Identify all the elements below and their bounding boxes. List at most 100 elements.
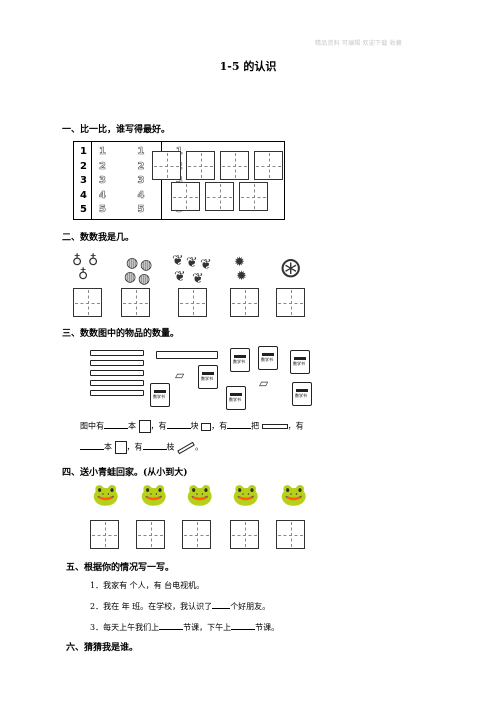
watermark: 精品资料 可编辑 欢迎下载 收藏 xyxy=(315,40,402,47)
sentence-text: 块 xyxy=(190,421,199,431)
section2-heading: 二、数数我是几。 xyxy=(62,233,135,243)
eraser-icon xyxy=(201,422,212,431)
answer-grid-cell[interactable] xyxy=(182,520,211,549)
answer-grid-cell[interactable] xyxy=(136,520,165,549)
tracing-grid: 1 2 3 4 5 1 1 1 2 2 2 3 3 3 4 4 4 5 5 5 xyxy=(73,141,285,220)
question-1: 1．我家有 个人，有 台电视机。 xyxy=(90,581,205,590)
writing-grid-cell[interactable] xyxy=(239,182,268,211)
answer-grid-cell[interactable] xyxy=(230,288,259,317)
ruler-icon xyxy=(156,351,218,359)
book-icon: 数学书 xyxy=(150,383,170,407)
strawberry-icon: ✹ xyxy=(234,255,245,270)
page-title: 1-5 的认识 xyxy=(219,60,277,73)
sentence-text: ，有 xyxy=(126,442,143,452)
blank[interactable] xyxy=(142,448,167,450)
question-text: 个好朋友。 xyxy=(230,602,271,611)
question-text: 节课，下午上 xyxy=(183,623,232,632)
blank[interactable] xyxy=(231,629,256,630)
answer-grid-cell[interactable] xyxy=(276,288,305,317)
sentence-text: 图中有 xyxy=(80,421,104,431)
trace-row: 2 2 2 xyxy=(99,160,197,172)
blank[interactable] xyxy=(104,427,128,429)
answer-grid-cell[interactable] xyxy=(73,288,102,317)
blank[interactable] xyxy=(159,629,184,630)
number-label: 5 xyxy=(80,204,87,215)
grid-divider xyxy=(161,142,162,219)
blank[interactable] xyxy=(166,427,191,429)
grid-divider xyxy=(91,142,92,219)
watermelon-icon: ⊛ xyxy=(279,251,303,284)
book-icon: 数学书 xyxy=(226,386,246,410)
blank[interactable] xyxy=(212,608,231,609)
vegetable-icon: ❦ xyxy=(172,253,184,269)
question-text: 2．我在 年 班。在学校，我认识了 xyxy=(90,602,213,611)
section4-heading: 四、送小青蛙回家。(从小到大) xyxy=(62,468,188,478)
trace-row: 4 4 4 xyxy=(99,189,197,201)
number-column: 1 2 3 4 5 xyxy=(80,145,87,218)
sentence-text: ，有 xyxy=(287,421,304,431)
ruler-icon xyxy=(261,424,288,429)
writing-grid-cell[interactable] xyxy=(254,151,283,180)
sentence-text: 把 xyxy=(251,421,260,431)
sentence-text: 本 xyxy=(104,442,112,452)
count-sentence-line1: 图中有 本 ，有 块 ，有 把 ，有 xyxy=(80,420,304,433)
answer-grid-cell[interactable] xyxy=(276,520,305,549)
apple-icon: ◍ xyxy=(124,269,137,285)
sentence-text: ，有 xyxy=(150,421,167,431)
apple-icon: ◍ xyxy=(138,271,151,287)
section5-heading: 五、根据你的情况写一写。 xyxy=(66,563,175,573)
vegetable-icon: ❦ xyxy=(174,269,186,285)
question-3: 3．每天上午我们上 节课，下午上 节课。 xyxy=(90,622,279,633)
pencil-icon xyxy=(90,390,144,396)
strawberry-icon: ✹ xyxy=(236,269,247,284)
frog-icon: 🐸 xyxy=(140,483,168,508)
section6-heading: 六、猜猜我是谁。 xyxy=(66,643,139,653)
question-text: 节课。 xyxy=(255,623,280,632)
book-icon: 数学书 xyxy=(292,382,312,406)
pencil-icon xyxy=(90,370,144,376)
blank[interactable] xyxy=(80,448,104,450)
pencil-icon xyxy=(90,360,144,366)
answer-grid-cell[interactable] xyxy=(178,288,207,317)
frog-icon: 🐸 xyxy=(186,483,214,508)
apple-icon: ◍ xyxy=(126,255,139,271)
sentence-text: 枝 xyxy=(166,442,175,452)
pear-icon: ♁ xyxy=(88,253,99,269)
pencil-icon xyxy=(90,350,144,356)
book-icon xyxy=(114,441,127,454)
section3-heading: 三、数数图中的物品的数量。 xyxy=(62,329,180,339)
sentence-text: ，有 xyxy=(211,421,228,431)
book-icon xyxy=(138,420,151,433)
count-sentence-line2: 本 ，有 枝 。 xyxy=(80,441,203,454)
trace-column: 1 1 1 2 2 2 3 3 3 4 4 4 5 5 5 xyxy=(99,145,197,218)
writing-grid-cell[interactable] xyxy=(152,151,181,180)
pear-icon: ♁ xyxy=(78,267,89,283)
number-label: 2 xyxy=(80,160,87,172)
blank[interactable] xyxy=(227,427,252,429)
trace-row: 3 3 3 xyxy=(99,175,197,187)
answer-grid-cell[interactable] xyxy=(230,520,259,549)
vegetable-icon: ❦ xyxy=(192,271,204,287)
number-label: 1 xyxy=(80,146,87,157)
writing-grid-cell[interactable] xyxy=(205,182,234,211)
writing-grid-cell[interactable] xyxy=(220,151,249,180)
frog-icon: 🐸 xyxy=(280,483,308,508)
sentence-text: 本 xyxy=(128,421,136,431)
vegetable-icon: ❦ xyxy=(200,257,212,273)
frog-icon: 🐸 xyxy=(92,483,120,508)
book-icon: 数学书 xyxy=(198,365,218,389)
writing-grid-cell[interactable] xyxy=(186,151,215,180)
pencil-icon xyxy=(177,441,195,454)
trace-row: 1 1 1 xyxy=(99,146,197,158)
frog-icon: 🐸 xyxy=(232,483,260,508)
sentence-text: 。 xyxy=(195,442,204,452)
eraser-icon: ▱ xyxy=(175,368,185,382)
answer-grid-cell[interactable] xyxy=(121,288,150,317)
answer-grid-cell[interactable] xyxy=(90,520,119,549)
question-text: 3．每天上午我们上 xyxy=(90,623,160,632)
writing-grid-cell[interactable] xyxy=(171,182,200,211)
book-icon: 数学书 xyxy=(258,346,278,370)
trace-row: 5 5 5 xyxy=(99,204,197,216)
book-icon: 数学书 xyxy=(230,348,250,372)
apple-icon: ◍ xyxy=(140,257,153,273)
